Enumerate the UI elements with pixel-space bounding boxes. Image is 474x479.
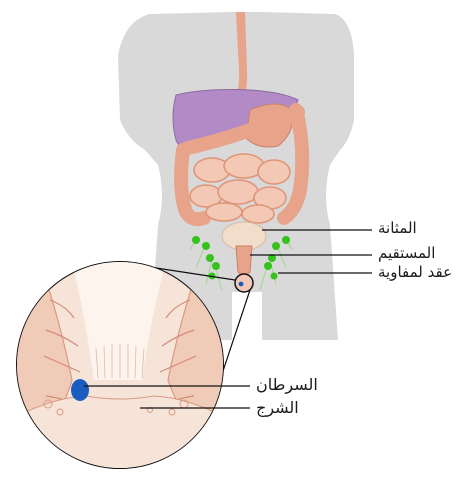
- large-intestine: [174, 103, 310, 227]
- small-intestine: [189, 153, 291, 224]
- magnified-view: [16, 261, 224, 469]
- label-lymph-nodes: عقد لمفاوية: [378, 263, 453, 281]
- rectum: [235, 245, 253, 276]
- lymph-nodes: [189, 235, 293, 291]
- lymph-node-dots: [192, 236, 290, 280]
- tumor: [71, 379, 89, 401]
- leader-lines: [84, 229, 372, 409]
- zoom-source-circle: [234, 273, 254, 293]
- label-bladder: المثانة: [378, 219, 417, 237]
- anal-verge: [17, 395, 223, 468]
- transverse-colon: [181, 105, 305, 155]
- label-rectum: المستقيم: [378, 244, 436, 262]
- label-cancer: السرطان: [256, 375, 318, 394]
- label-anus: الشرج: [256, 398, 299, 417]
- anal-canal-lumen: [72, 262, 166, 380]
- zoom-source-tumor: [238, 281, 244, 287]
- esophagus: [236, 12, 248, 100]
- anal-folds: [95, 344, 145, 379]
